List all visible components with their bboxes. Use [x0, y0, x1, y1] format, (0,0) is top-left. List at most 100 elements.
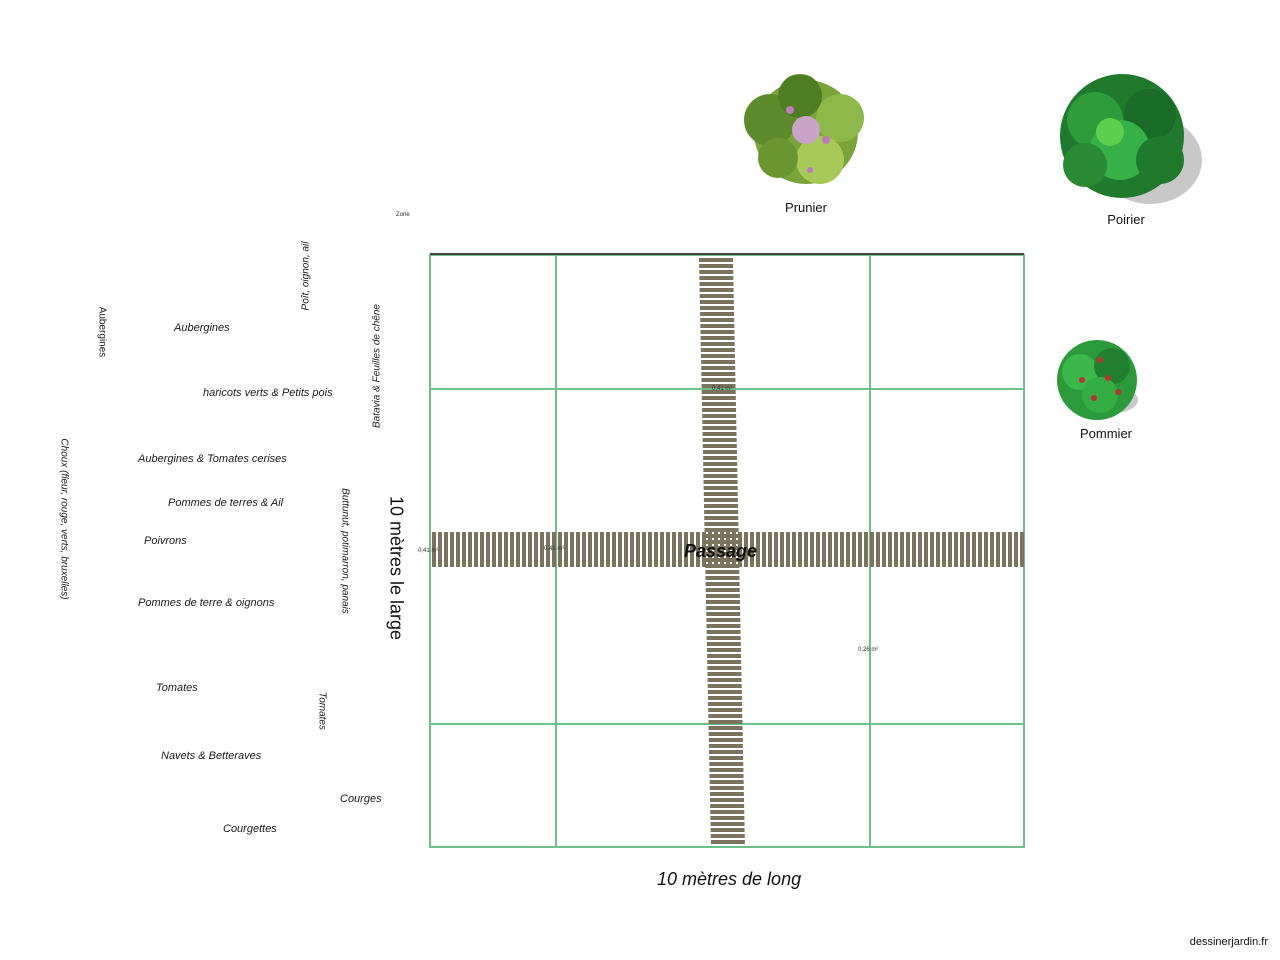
path-stripe — [918, 532, 922, 567]
path-stripe — [576, 532, 580, 567]
crop-label: Poivrons — [144, 535, 187, 547]
path-stripe — [707, 696, 742, 700]
path-stripe — [954, 532, 958, 567]
path-stripe — [702, 414, 737, 418]
path-stripe — [852, 532, 856, 567]
path-stripe — [450, 532, 454, 567]
path-stripe — [642, 532, 646, 567]
path-stripe — [710, 798, 745, 802]
path-stripe — [792, 532, 796, 567]
path-stripe — [701, 360, 736, 364]
path-stripe — [618, 532, 622, 567]
path-stripe — [522, 532, 526, 567]
path-stripe — [709, 786, 744, 790]
path-stripe — [701, 372, 736, 376]
path-stripe — [492, 532, 496, 567]
path-stripe — [699, 288, 734, 292]
path-stripe — [700, 342, 735, 346]
path-stripe — [738, 532, 742, 567]
path-stripe — [726, 532, 730, 567]
path-stripe — [1008, 532, 1012, 567]
passage-label: Passage — [684, 541, 758, 561]
length-dimension-label: 10 mètres de long — [657, 869, 802, 889]
crop-label-vertical: Tomates — [316, 692, 328, 730]
path-stripe — [699, 270, 734, 274]
path-stripe — [700, 324, 735, 328]
path-stripe — [1014, 532, 1018, 567]
path-stripe — [990, 532, 994, 567]
path-stripe — [582, 532, 586, 567]
path-stripe — [700, 330, 735, 334]
path-stripe — [702, 432, 737, 436]
path-stripe — [705, 588, 740, 592]
path-stripe — [516, 532, 520, 567]
path-stripe — [480, 532, 484, 567]
path-stripe — [546, 532, 550, 567]
path-stripe — [703, 468, 738, 472]
crop-label: haricots verts & Petits pois — [203, 387, 333, 399]
path-stripe — [699, 300, 734, 304]
path-stripe — [540, 532, 544, 567]
path-stripe — [707, 684, 742, 688]
path-stripe — [708, 726, 743, 730]
path-stripe — [894, 532, 898, 567]
path-stripe — [707, 660, 742, 664]
path-stripe — [708, 732, 743, 736]
path-stripe — [708, 702, 743, 706]
prunier-tree-icon — [744, 74, 864, 184]
path-stripe — [699, 282, 734, 286]
path-stripe — [710, 816, 745, 820]
path-stripe — [701, 402, 736, 406]
path-stripe — [498, 532, 502, 567]
path-stripe — [960, 532, 964, 567]
path-stripe — [703, 456, 738, 460]
path-stripe — [870, 532, 874, 567]
path-stripe — [804, 532, 808, 567]
path-stripe — [438, 532, 442, 567]
path-stripe — [570, 532, 574, 567]
path-stripe — [510, 532, 514, 567]
poirier-tree-icon — [1060, 74, 1202, 204]
area-label: 0,41 m² — [418, 548, 439, 554]
path-stripe — [840, 532, 844, 567]
path-stripe — [708, 708, 743, 712]
path-stripe — [705, 594, 740, 598]
path-stripe — [900, 532, 904, 567]
path-stripe — [654, 532, 658, 567]
path-stripe — [700, 318, 735, 322]
path-stripe — [528, 532, 532, 567]
path-stripe — [703, 492, 738, 496]
path-stripe — [696, 532, 700, 567]
path-stripe — [702, 444, 737, 448]
path-stripe — [624, 532, 628, 567]
path-stripe — [699, 258, 733, 262]
path-stripe — [714, 532, 718, 567]
path-stripe — [468, 532, 472, 567]
path-stripe — [636, 532, 640, 567]
path-stripe — [706, 636, 741, 640]
path-stripe — [666, 532, 670, 567]
crop-label-vertical: Poît, oignon, ail — [300, 241, 312, 311]
path-stripe — [701, 366, 736, 370]
path-stripe — [706, 630, 741, 634]
path-stripe — [702, 532, 706, 567]
crop-label: Aubergines — [174, 322, 230, 334]
site-credit: dessinerjardin.fr — [1189, 936, 1268, 948]
path-stripe — [720, 532, 724, 567]
path-stripe — [699, 306, 734, 310]
path-stripe — [444, 532, 448, 567]
path-stripe — [858, 532, 862, 567]
path-stripe — [708, 744, 743, 748]
path-stripe — [780, 532, 784, 567]
zone-label: Zone — [396, 212, 410, 218]
path-stripe — [564, 532, 568, 567]
path-stripe — [816, 532, 820, 567]
path-stripe — [432, 532, 436, 567]
path-stripe — [558, 532, 562, 567]
path-stripe — [707, 654, 742, 658]
path-stripe — [552, 532, 556, 567]
pommier-label: Pommier — [1079, 426, 1133, 441]
path-stripe — [942, 532, 946, 567]
path-stripe — [684, 532, 688, 567]
path-stripe — [732, 532, 736, 567]
